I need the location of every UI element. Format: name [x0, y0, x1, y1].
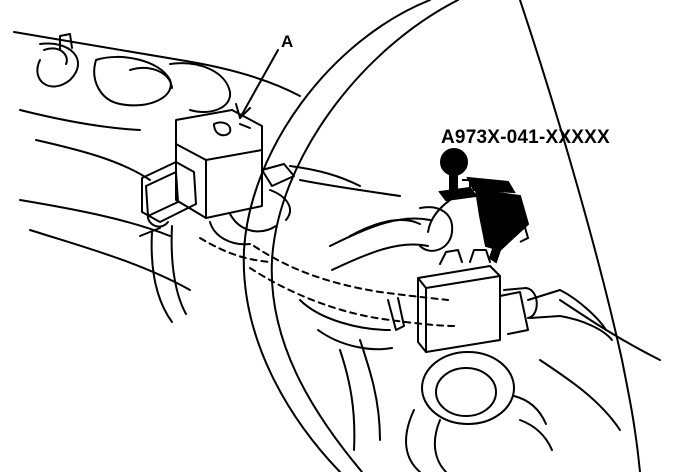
hose-routing-dashed [199, 237, 457, 327]
round-hose-fitting [405, 351, 553, 472]
frame-lines [19, 199, 661, 431]
vacuum-hose [289, 165, 454, 271]
valve-electrical-connector [139, 161, 197, 323]
vacuum-pump-gauge-icon [438, 148, 530, 264]
wheel-rim-arc [242, 0, 641, 472]
intake-manifold-housing [13, 31, 301, 181]
control-valve-body [417, 249, 613, 353]
tool-part-number-label: A973X-041-XXXXX [441, 127, 610, 148]
callout-label-a: A [281, 32, 294, 51]
callout-a-leader [235, 49, 279, 119]
lower-hose-loop [299, 297, 405, 451]
